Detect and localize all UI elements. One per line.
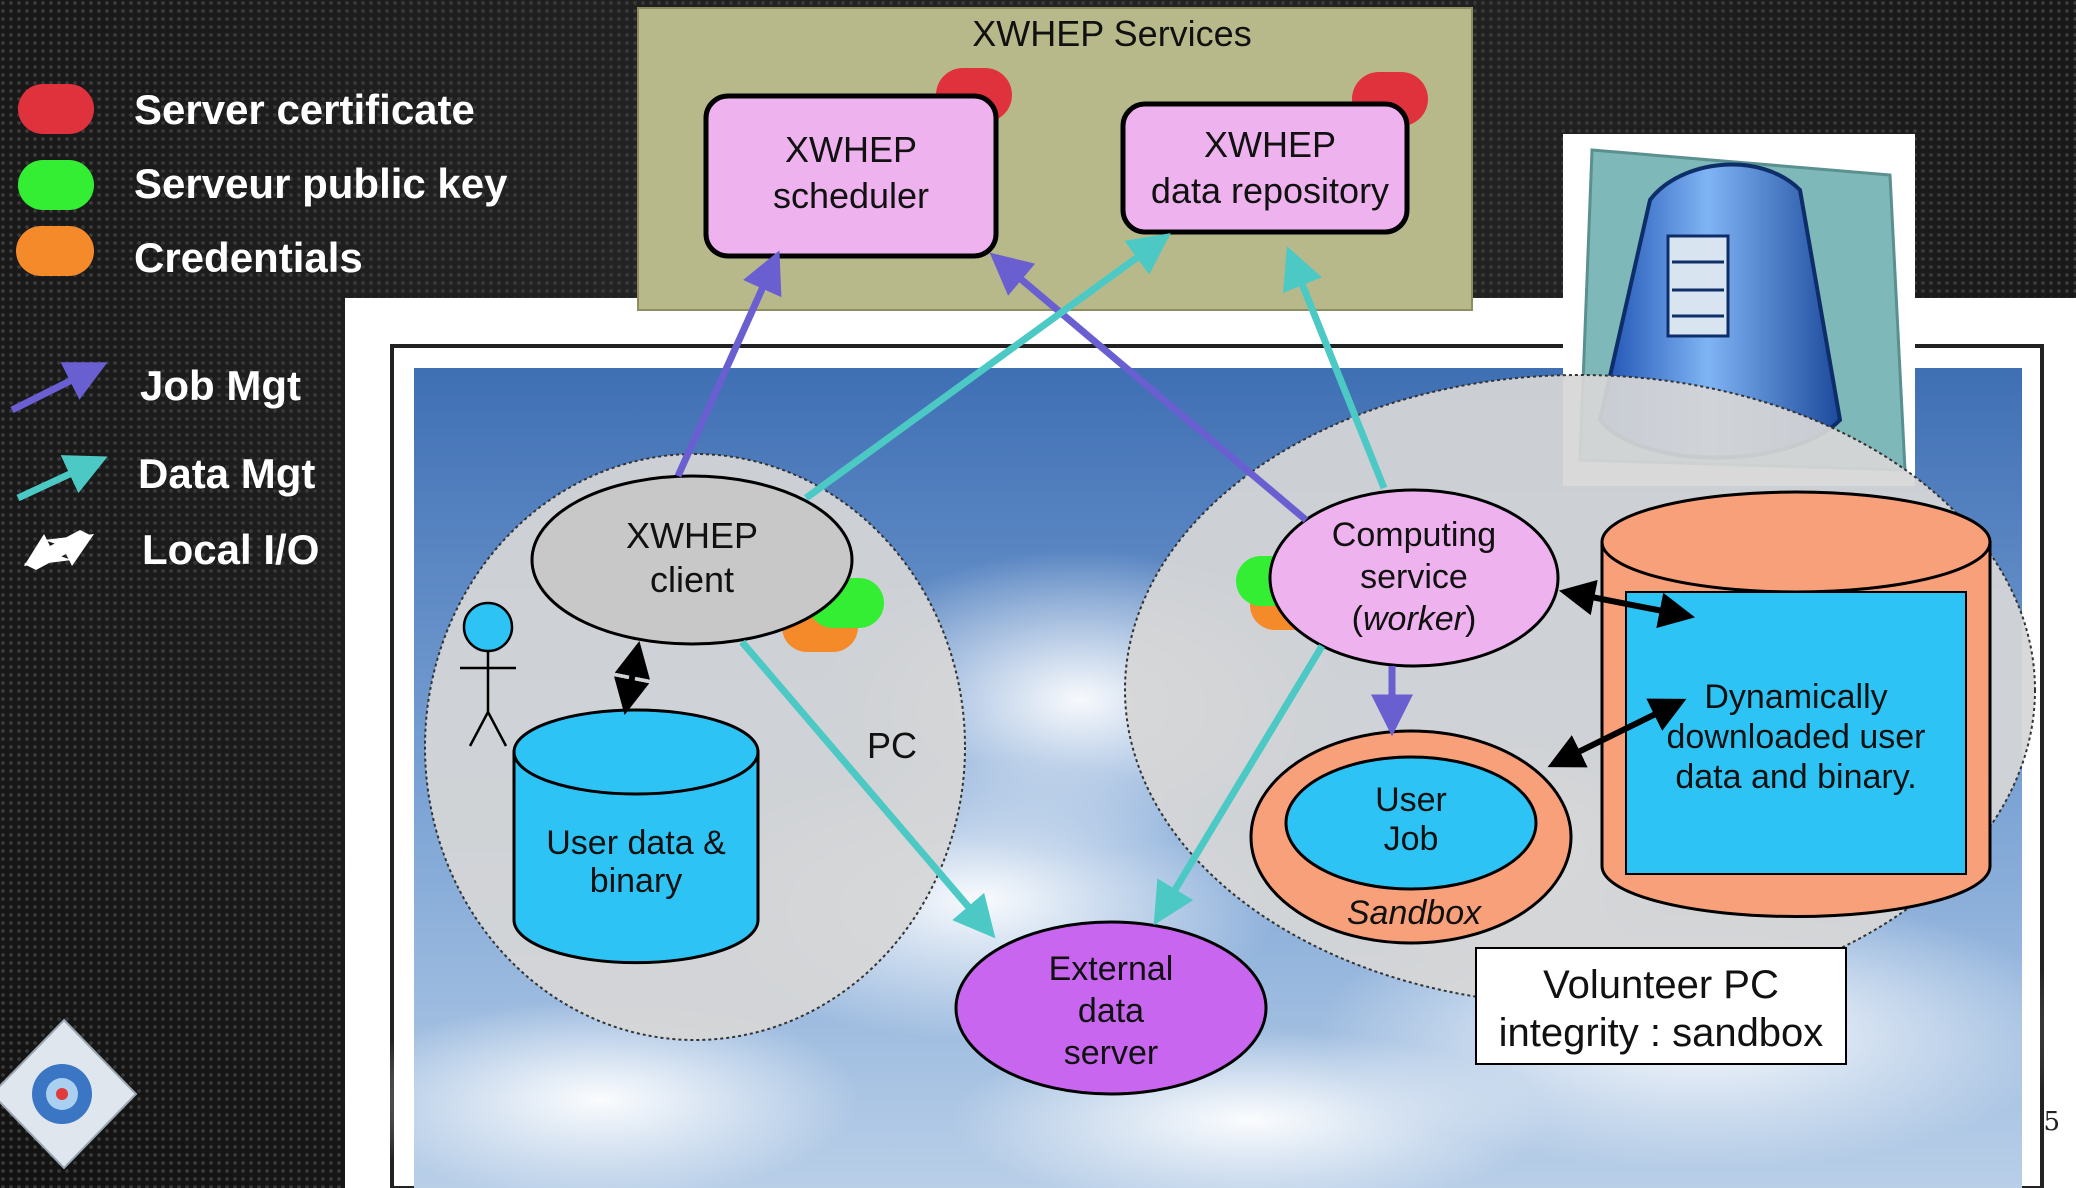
io-arrow-client-data xyxy=(613,640,651,716)
legend-job-arrow-icon xyxy=(10,362,108,414)
xwhep-client-oval xyxy=(530,474,854,646)
client-label-1: XWHEP xyxy=(626,515,758,556)
repository-box xyxy=(1120,101,1410,235)
repository-label-2: data repository xyxy=(1151,170,1389,211)
user-job-oval xyxy=(1284,755,1538,891)
volunteer-caption-box xyxy=(1475,947,1847,1065)
page-number: 5 xyxy=(2043,1107,2060,1137)
scheduler-box xyxy=(703,93,999,259)
data-arrow-client-repository xyxy=(803,233,1171,501)
legend-credentials-label: Credentials xyxy=(134,234,363,281)
legend-job-label: Job Mgt xyxy=(140,362,301,409)
repository-label-1: XWHEP xyxy=(1204,124,1336,165)
external-data-server xyxy=(954,920,1268,1096)
sandbox-label: Sandbox xyxy=(1347,894,1482,932)
legend-io-arrow-icon xyxy=(24,530,94,570)
dynamic-label-2: downloaded user xyxy=(1667,718,1926,756)
dynamic-label-1: Dynamically xyxy=(1704,678,1887,716)
client-label-2: client xyxy=(650,559,734,600)
user-job-label-2: Job xyxy=(1384,820,1439,858)
user-data-cylinder xyxy=(512,708,760,965)
external-label-3: server xyxy=(1064,1034,1158,1072)
caption-line-2: integrity : sandbox xyxy=(1499,1011,1824,1055)
external-label-2: data xyxy=(1078,992,1144,1030)
legend-public-key-label: Serveur public key xyxy=(134,160,508,207)
pc-label: PC xyxy=(867,725,917,766)
user-job-label-1: User xyxy=(1375,781,1447,819)
worker-label-3: (worker) xyxy=(1352,600,1477,638)
data-arrow-worker-repository xyxy=(1283,246,1388,490)
user-icon xyxy=(460,601,516,747)
job-arrow-client-scheduler xyxy=(674,250,782,478)
user-data-label-1: User data & xyxy=(546,824,726,862)
data-arrow-client-external xyxy=(739,639,996,939)
legend-certificate-swatch xyxy=(18,84,94,134)
legend-public-key-swatch xyxy=(18,160,94,210)
legend-io-label: Local I/O xyxy=(142,526,319,573)
worker-label-1: Computing xyxy=(1332,516,1496,554)
dynamic-label-3: data and binary. xyxy=(1675,758,1916,796)
data-arrow-worker-external xyxy=(1153,644,1325,926)
services-title: XWHEP Services xyxy=(972,13,1251,54)
legend-data-label: Data Mgt xyxy=(138,450,315,497)
external-label-1: External xyxy=(1049,950,1174,988)
user-data-label-2: binary xyxy=(590,862,683,900)
scheduler-label-2: scheduler xyxy=(773,175,929,216)
computing-service-oval xyxy=(1268,488,1560,668)
legend-certificate-label: Server certificate xyxy=(134,86,475,133)
legend-credentials-swatch xyxy=(16,226,94,276)
job-arrow-worker-scheduler xyxy=(989,252,1309,523)
worker-label-2: service xyxy=(1360,558,1468,596)
scheduler-label-1: XWHEP xyxy=(785,129,917,170)
legend-data-arrow-icon xyxy=(16,455,108,502)
io-arrow-worker-storage xyxy=(1558,579,1696,629)
caption-line-1: Volunteer PC xyxy=(1543,963,1779,1007)
io-arrow-job-storage xyxy=(1547,698,1687,768)
institution-logo xyxy=(0,1018,138,1170)
